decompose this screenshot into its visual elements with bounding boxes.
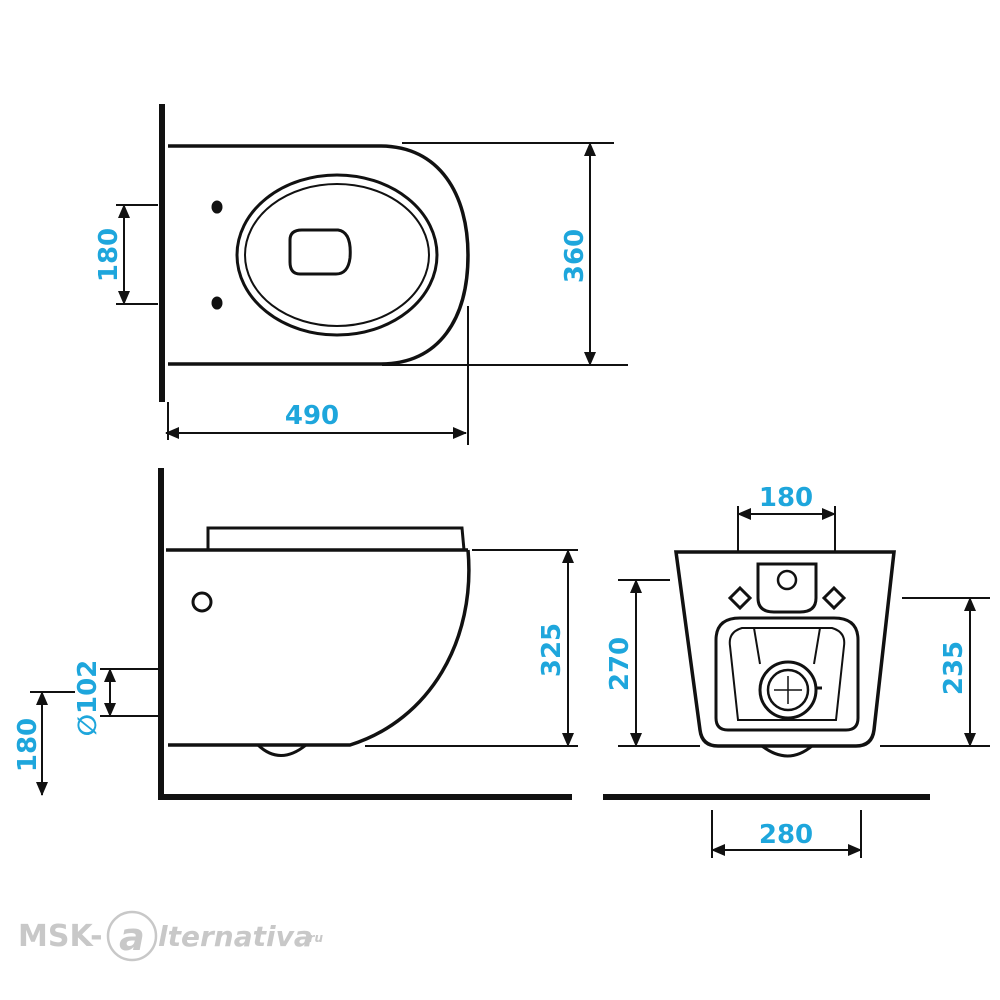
watermark-suffix: lternativa <box>158 920 313 953</box>
watermark-circle <box>106 910 158 962</box>
top-depth-dimension: 360 <box>560 229 590 283</box>
top-view-rim-outer <box>235 173 439 337</box>
back-view-outlet-ring <box>758 660 818 720</box>
back-view-inlet-housing <box>756 562 818 614</box>
watermark-glyph: a <box>119 915 145 959</box>
back-mount-spacing-dimension: 180 <box>759 483 813 513</box>
top-width-dimension: 490 <box>285 401 339 431</box>
mount-hole-upper <box>211 200 223 214</box>
side-outlet-diameter-dimension: ∅102 <box>73 660 103 737</box>
mount-hole-lower <box>211 296 223 310</box>
top-view-bowl-outline <box>168 144 470 366</box>
back-view-recess-inner <box>728 627 846 721</box>
watermark-prefix: MSK- <box>18 919 103 954</box>
watermark-logo: MSK- a lternativa .ru <box>18 910 323 962</box>
side-view-seat-cover <box>206 526 466 552</box>
back-view-recess-outer <box>714 616 860 732</box>
back-view <box>603 506 990 858</box>
back-width-dimension: 280 <box>759 820 813 850</box>
side-view <box>30 468 578 800</box>
top-view-rim-inner <box>244 183 430 327</box>
back-view-mount-hole-left <box>727 585 753 611</box>
back-view-outlet-spigot <box>761 744 813 758</box>
back-view-outlet <box>766 668 810 712</box>
side-outlet-height-dimension: 180 <box>13 718 43 772</box>
side-view-mount-hole <box>191 591 213 613</box>
back-right-height-dimension: 235 <box>939 641 969 695</box>
top-view <box>116 104 628 445</box>
back-view-recess-ridge <box>753 627 761 665</box>
side-height-dimension: 325 <box>537 623 567 677</box>
top-view-drain-opening <box>288 228 352 276</box>
back-left-height-dimension: 270 <box>605 637 635 691</box>
side-view-bowl-outline <box>168 549 471 747</box>
watermark-tld: .ru <box>304 931 323 945</box>
back-view-recess-ridge <box>813 627 821 665</box>
top-mount-spacing-dimension: 180 <box>94 228 124 282</box>
back-view-mount-hole-right <box>821 585 847 611</box>
side-view-outlet-spigot <box>256 743 307 757</box>
back-view-body-outline <box>673 550 896 748</box>
back-view-inlet <box>776 569 798 591</box>
